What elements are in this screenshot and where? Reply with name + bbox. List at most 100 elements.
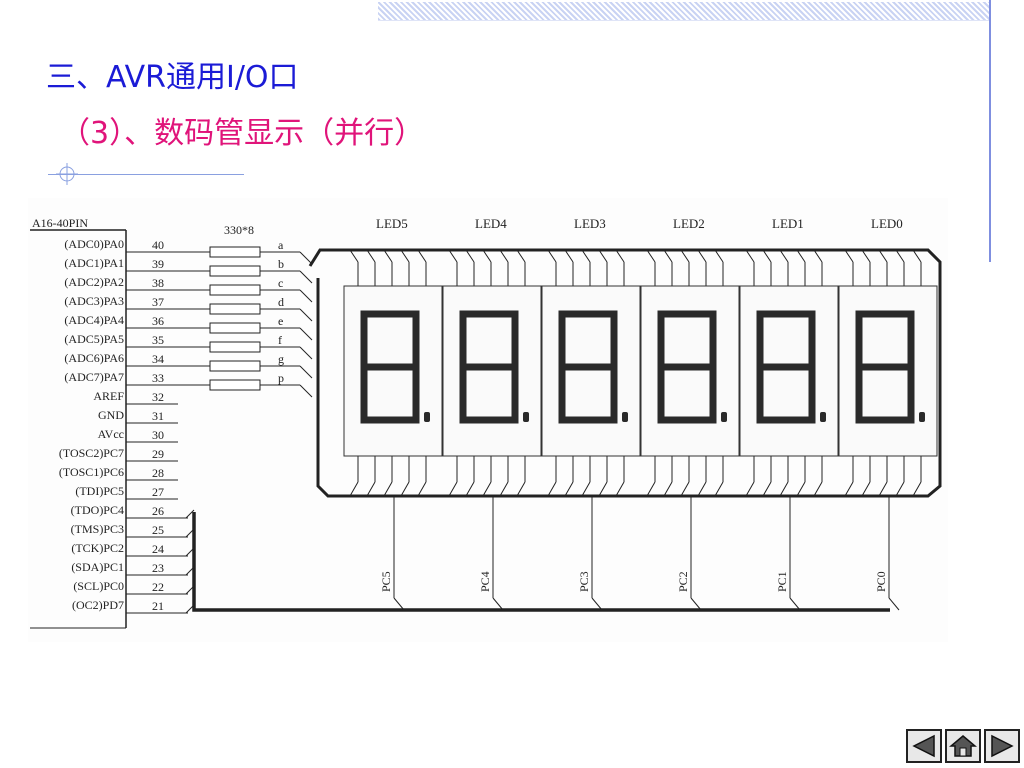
- led-label: LED4: [475, 216, 507, 231]
- chip-pin-label: (SCL)PC0: [73, 579, 124, 593]
- segment-dp: [424, 412, 430, 422]
- led-digit: LED5gefd--acbp: [343, 216, 443, 497]
- resistor: [209, 246, 261, 258]
- title-divider: [48, 174, 244, 175]
- pin-entry: [383, 481, 393, 497]
- slide-navigation: [906, 729, 1020, 763]
- chip-pin-label: (ADC1)PA1: [64, 256, 124, 270]
- chip-name: A16-40PIN: [32, 216, 88, 230]
- chip-pin-label: AREF: [93, 389, 124, 403]
- crosshair-icon: [56, 163, 78, 185]
- chip-pin-number: 33: [152, 371, 164, 385]
- segment-dp: [820, 412, 826, 422]
- bus-entry: [185, 509, 195, 519]
- segment-dp: [721, 412, 727, 422]
- pin-entry: [796, 481, 806, 497]
- chip-pin-number: 35: [152, 333, 164, 347]
- pin-entry: [745, 249, 755, 263]
- pin-entry: [895, 249, 905, 263]
- pin-entry: [646, 249, 656, 263]
- pin-entry: [878, 481, 888, 497]
- chip-pin-label: (ADC4)PA4: [64, 313, 124, 327]
- chip-pin-number: 34: [152, 352, 164, 366]
- chip-pin-number: 21: [152, 599, 164, 613]
- bus-entry: [299, 327, 313, 341]
- chip-pin-number: 28: [152, 466, 164, 480]
- pin-entry: [680, 481, 690, 497]
- chip-pin-label: (OC2)PD7: [72, 598, 124, 612]
- led-label: LED5: [376, 216, 408, 231]
- chip-pin-label: (ADC2)PA2: [64, 275, 124, 289]
- common-entry: [591, 597, 603, 611]
- pin-entry: [400, 249, 410, 263]
- segment-label: p: [278, 371, 284, 385]
- common-label: PC5: [379, 571, 393, 592]
- bus-entry: [185, 566, 195, 576]
- pin-entry: [516, 249, 526, 263]
- prev-slide-button[interactable]: [906, 729, 942, 763]
- pin-entry: [598, 249, 608, 263]
- pin-entry: [383, 249, 393, 263]
- pin-entry: [465, 249, 475, 263]
- resistor: [209, 379, 261, 391]
- home-icon: [949, 735, 977, 757]
- pin-entry: [813, 481, 823, 497]
- pin-entry: [417, 481, 427, 497]
- pin-entry: [813, 249, 823, 263]
- chip-pin-label: (TOSC2)PC7: [59, 446, 124, 460]
- pin-entry: [564, 481, 574, 497]
- segment-label: b: [278, 257, 284, 271]
- slide-edge-line: [989, 0, 991, 262]
- pin-entry: [663, 249, 673, 263]
- slide-subtitle: （3）、数码管显示（并行）: [60, 116, 425, 151]
- chip-pin-label: (TDI)PC5: [75, 484, 124, 498]
- chip-pin-number: 36: [152, 314, 164, 328]
- segment-dp: [622, 412, 628, 422]
- next-slide-button[interactable]: [984, 729, 1020, 763]
- common-entry: [393, 597, 405, 611]
- resistor: [209, 265, 261, 277]
- led-digit: LED1gefd--acbp: [739, 216, 839, 497]
- pin-entry: [448, 249, 458, 263]
- resistor: [209, 341, 261, 353]
- chip-pin-label: (ADC7)PA7: [64, 370, 124, 384]
- pin-entry: [581, 481, 591, 497]
- chip-pin-label: (ADC3)PA3: [64, 294, 124, 308]
- chip-pin-number: 26: [152, 504, 164, 518]
- led-label: LED1: [772, 216, 804, 231]
- segment-label: a: [278, 238, 284, 252]
- pin-entry: [779, 481, 789, 497]
- chip-pin-label: GND: [98, 408, 124, 422]
- chip-pin-number: 39: [152, 257, 164, 271]
- led-digit: LED3gefd--acbp: [541, 216, 641, 497]
- pin-entry: [861, 481, 871, 497]
- chip-pin-label: (TCK)PC2: [71, 541, 124, 555]
- pin-entry: [878, 249, 888, 263]
- resistor: [209, 322, 261, 334]
- chip-pin-label: (SDA)PC1: [71, 560, 124, 574]
- common-bus-line: [192, 512, 890, 612]
- pin-entry: [499, 249, 509, 263]
- chip-pin-number: 22: [152, 580, 164, 594]
- resistor: [209, 284, 261, 296]
- home-button[interactable]: [945, 729, 981, 763]
- bus-entry: [299, 384, 313, 398]
- chip-pin-number: 31: [152, 409, 164, 423]
- common-entry: [888, 597, 900, 611]
- common-label: PC1: [775, 571, 789, 592]
- digit-case: [739, 285, 839, 457]
- bus-entry: [299, 289, 313, 303]
- pin-entry: [482, 249, 492, 263]
- segment-bus-outline: [308, 248, 942, 498]
- pin-entry: [697, 481, 707, 497]
- chip-pin-label: (ADC0)PA0: [64, 237, 124, 251]
- pin-entry: [349, 481, 359, 497]
- pin-entry: [400, 481, 410, 497]
- pin-entry: [680, 249, 690, 263]
- pin-entry: [663, 481, 673, 497]
- pin-entry: [745, 481, 755, 497]
- pin-entry: [697, 249, 707, 263]
- bus-entry: [299, 308, 313, 322]
